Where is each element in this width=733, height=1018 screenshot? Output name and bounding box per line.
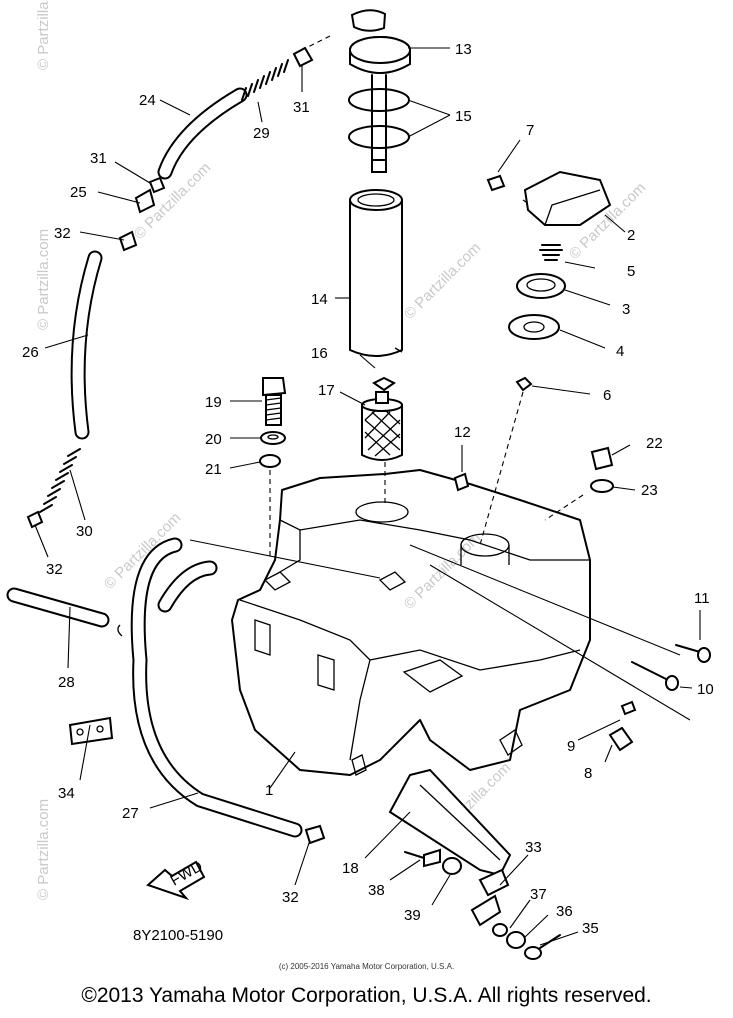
callout-7: 7 [526,122,534,139]
hoses [6,87,303,838]
callout-9: 9 [567,738,575,755]
callout-18: 18 [342,860,359,877]
watermarks: © Partzilla.com © Partzilla.com © Partzi… [35,0,649,900]
tank-cap-parts [486,170,612,392]
bolt-washer-set [259,377,287,468]
callout-35: 35 [582,920,599,937]
grommet-parts [453,446,614,493]
callout-32: 32 [54,225,71,242]
watermark: © Partzilla.com [35,799,52,900]
callout-16: 16 [311,345,328,362]
callout-26: 26 [22,344,39,361]
bolts-right [608,644,711,752]
callout-20: 20 [205,431,222,448]
watermark: © Partzilla.com [35,0,52,70]
callout-23: 23 [641,482,658,499]
callout-22: 22 [646,435,663,452]
callout-11: 11 [694,590,710,607]
callout-13: 13 [455,41,472,58]
callout-30: 30 [76,523,93,540]
callout-19: 19 [205,394,222,411]
watermark: © Partzilla.com [401,239,484,322]
fwd-arrow: FWD [146,858,206,901]
callout-10: 10 [697,681,714,698]
callout-38: 38 [368,882,385,899]
callout-24: 24 [139,92,156,109]
main-copyright: ©2013 Yamaha Motor Corporation, U.S.A. A… [81,984,652,1007]
callout-29: 29 [253,125,270,142]
callout-21: 21 [205,461,222,478]
assembly-lines [189,35,691,721]
callout-14: 14 [311,291,328,308]
fuel-filter [361,391,403,461]
callout-39: 39 [404,907,421,924]
fuel-tank [231,469,591,776]
callout-12: 12 [454,424,471,441]
callout-17: 17 [318,382,335,399]
springs-and-clamps [26,46,326,845]
callout-25: 25 [70,184,87,201]
callout-4: 4 [616,343,624,360]
callout-31: 31 [293,99,310,116]
callout-37: 37 [530,886,547,903]
watermark: © Partzilla.com [35,229,52,330]
callout-34: 34 [58,785,75,802]
filler-cap-assembly [348,9,411,392]
callout-3: 3 [622,301,630,318]
callout-leaders [34,47,701,946]
callout-1: 1 [265,782,273,799]
callout-32: 32 [46,561,63,578]
callout-6: 6 [603,387,611,404]
drawing-code: 8Y2100-5190 [133,927,223,944]
callout-33: 33 [525,839,542,856]
callout-labels: 1 2 3 4 5 6 7 8 9 10 11 12 13 14 15 16 1… [22,41,714,944]
bracket-assembly [388,768,561,960]
small-copyright: (c) 2005-2016 Yamaha Motor Corporation, … [278,962,455,971]
callout-28: 28 [58,674,75,691]
callout-32: 32 [282,889,299,906]
callout-5: 5 [627,263,635,280]
callout-15: 15 [455,108,472,125]
callout-36: 36 [556,903,573,920]
watermark: © Partzilla.com [401,529,484,612]
callout-8: 8 [584,765,592,782]
callout-2: 2 [627,227,635,244]
callout-27: 27 [122,805,139,822]
callout-31: 31 [90,150,107,167]
